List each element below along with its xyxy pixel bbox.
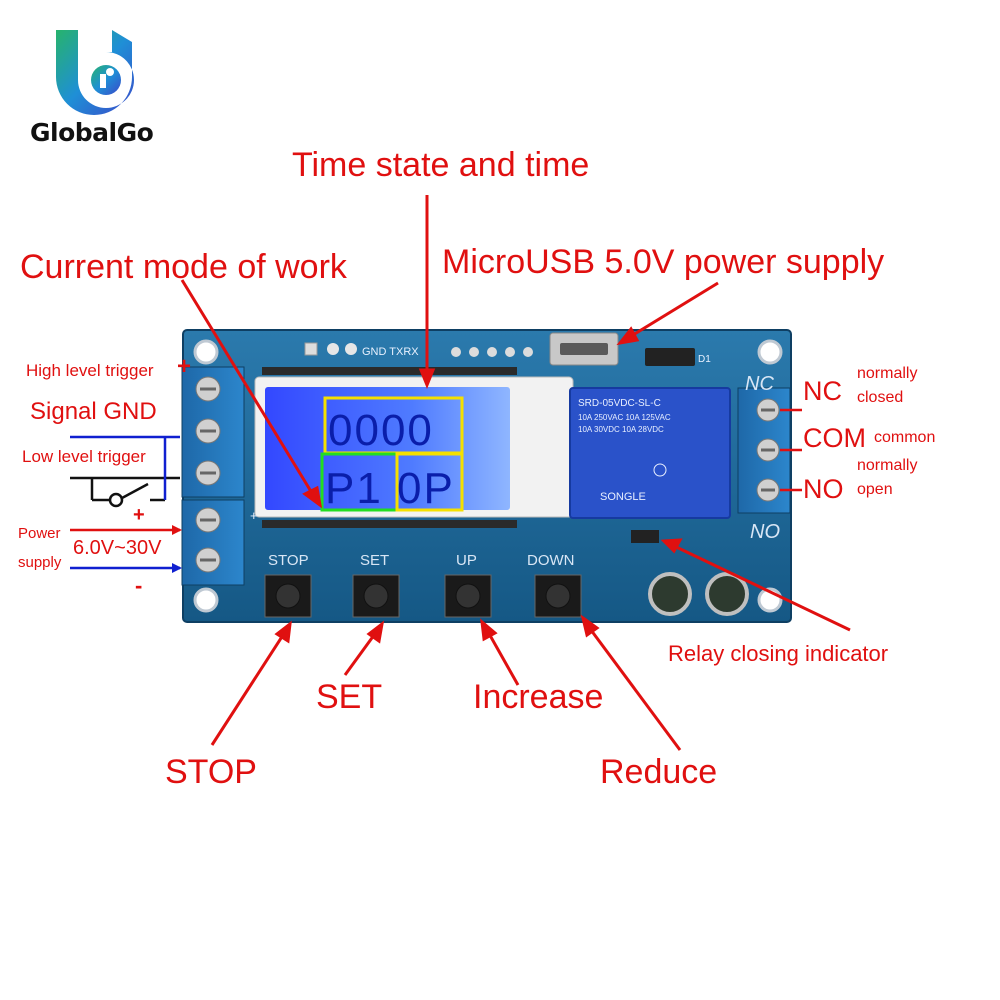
label-power-1: Power: [18, 525, 61, 542]
power-terminal-block: [181, 499, 245, 586]
label-minus: -: [135, 573, 143, 598]
tactile-buttons: [264, 574, 582, 618]
label-nc-desc-1: normally: [857, 365, 918, 382]
label-nc: NC: [803, 376, 842, 406]
label-increase: Increase: [473, 678, 604, 716]
diode-d1: [645, 348, 695, 366]
relay: SRD-05VDC-SL-C 10A 250VAC 10A 125VAC 10A…: [569, 387, 731, 519]
label-stop: STOP: [165, 753, 257, 791]
lcd-bottom-digits: P1 0P: [325, 464, 455, 513]
label-no-desc-1: normally: [857, 457, 918, 474]
svg-text:10A 30VDC 10A 28VDC: 10A 30VDC 10A 28VDC: [578, 425, 664, 434]
label-no: NO: [803, 474, 844, 504]
label-set: SET: [316, 678, 383, 716]
silk-up: UP: [456, 552, 477, 569]
svg-text:+: +: [250, 508, 258, 523]
relay-indicator-led: [631, 530, 659, 543]
label-com-desc: common: [874, 429, 936, 446]
left-wiring: [70, 435, 182, 573]
relay-leaders: [780, 408, 802, 492]
header-label: GND TXRX: [362, 346, 419, 358]
brand-name: GlobalGo: [30, 118, 154, 147]
callout-arrows: [180, 195, 851, 751]
label-relay-indicator: Relay closing indicator: [668, 641, 889, 666]
svg-text:SONGLE: SONGLE: [600, 491, 646, 503]
label-com: COM: [803, 423, 866, 453]
label-low-level-trigger: Low level trigger: [22, 447, 146, 466]
capacitors: [648, 572, 749, 616]
globalgo-logo-icon: [56, 30, 134, 115]
silk-down: DOWN: [527, 552, 575, 569]
label-voltage: 6.0V~30V: [73, 537, 162, 559]
lcd-pins: [262, 367, 517, 528]
state-highlight-box: [395, 452, 464, 512]
label-plus-top: +: [177, 353, 192, 380]
label-signal-gnd: Signal GND: [30, 398, 157, 425]
label-microusb: MicroUSB 5.0V power supply: [442, 243, 885, 281]
label-reduce: Reduce: [600, 753, 718, 791]
label-nc-desc-2: closed: [857, 389, 904, 406]
silk-stop: STOP: [268, 552, 309, 569]
label-high-level-trigger: High level trigger: [26, 361, 154, 380]
svg-text:10A 250VAC 10A 125VAC: 10A 250VAC 10A 125VAC: [578, 413, 671, 422]
svg-text:SRD-05VDC-SL-C: SRD-05VDC-SL-C: [578, 398, 661, 409]
silk-set: SET: [360, 552, 389, 569]
label-time-state: Time state and time: [292, 146, 590, 184]
label-plus-switch: +: [133, 504, 145, 526]
lcd-top-digits: 0000: [328, 406, 434, 455]
label-no-desc-2: open: [857, 481, 893, 498]
svg-text:NO: NO: [750, 521, 780, 543]
svg-text:NC: NC: [745, 373, 774, 395]
input-terminal-block: [181, 366, 245, 498]
label-current-mode: Current mode of work: [20, 248, 347, 286]
header-pins: [304, 342, 533, 357]
mounting-holes: [193, 339, 783, 613]
svg-text:D1: D1: [698, 354, 711, 365]
label-power-2: supply: [18, 554, 62, 571]
